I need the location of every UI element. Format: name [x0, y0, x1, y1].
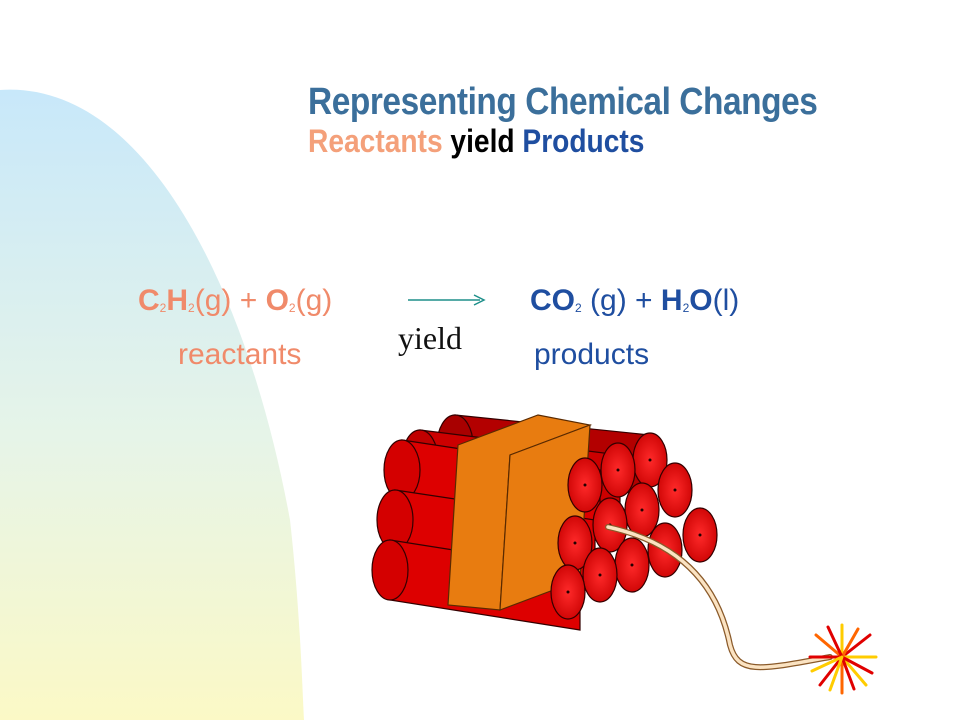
- subscript: 2: [188, 301, 195, 315]
- subscript: 2: [159, 301, 167, 315]
- slide-subtitle: Reactants yield Products: [308, 124, 817, 158]
- subscript: 2: [682, 301, 690, 315]
- subscript: 2: [288, 301, 296, 315]
- dynamite-bundle-icon: [371, 414, 878, 695]
- products-label: products: [534, 338, 650, 371]
- products-equation: CO2 (g) + H2O(l): [530, 284, 739, 325]
- title-block: Representing Chemical Changes Reactants …: [308, 80, 887, 158]
- symbol-h: H: [166, 284, 189, 317]
- symbol-c: C: [138, 284, 160, 317]
- symbol-co: CO: [530, 284, 575, 317]
- yield-arrow-icon: [408, 294, 486, 306]
- state-text: (g) +: [194, 284, 266, 317]
- subscript: 2: [575, 301, 582, 315]
- subtitle-reactants: Reactants: [308, 123, 443, 159]
- subtitle-yield: yield: [450, 123, 515, 159]
- symbol-o: O: [689, 284, 713, 317]
- subtitle-products: Products: [522, 123, 645, 159]
- state-text: (l): [712, 284, 740, 317]
- symbol-h: H: [660, 284, 683, 317]
- state-text: (g): [295, 284, 333, 317]
- slide-title: Representing Chemical Changes: [308, 81, 818, 123]
- reactants-label: reactants: [178, 338, 302, 371]
- reactants-equation: C2H2(g) + O2(g): [138, 284, 332, 325]
- state-text: (g) +: [581, 284, 661, 317]
- symbol-o: O: [265, 284, 289, 317]
- yield-label: yield: [398, 320, 462, 356]
